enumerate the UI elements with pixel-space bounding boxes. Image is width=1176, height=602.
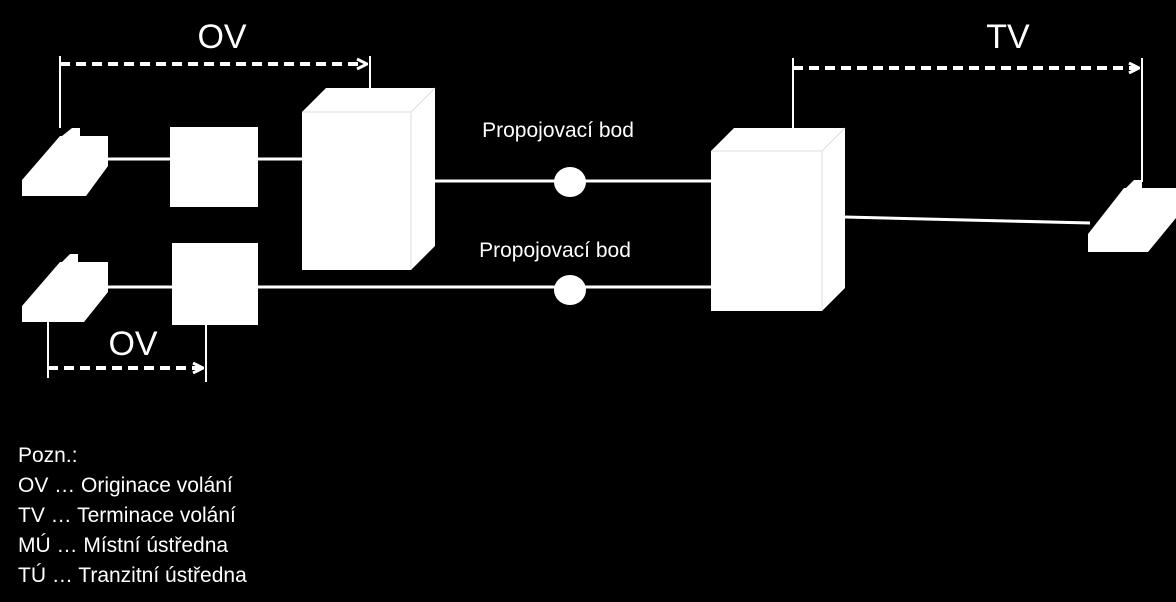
ov-bottom-dimension: [47, 318, 207, 382]
exchange-cabinet-right: [711, 127, 846, 311]
legend-item-mu: MÚ … Místní ústředna: [18, 534, 229, 557]
legend-item-tv: TV … Terminace volání: [18, 504, 236, 527]
interconnection-label-upper: Propojovací bod: [482, 119, 634, 142]
ov-bottom-label: OV: [108, 325, 157, 363]
terminal-icon-right: [1088, 180, 1176, 252]
terminal-icon-bottom-left: [22, 254, 108, 322]
interconnection-point-upper: [554, 167, 586, 197]
legend-item-tu: TÚ … Tranzitní ústředna: [18, 564, 247, 587]
legend: Pozn.: OV … Originace volání TV … Termin…: [18, 441, 247, 591]
interconnection-point-lower: [554, 275, 586, 305]
tv-label: TV: [986, 18, 1030, 56]
ov-top-label: OV: [197, 18, 246, 56]
legend-item-ov: OV … Originace volání: [18, 474, 233, 497]
local-exchange-box-top: [170, 127, 258, 207]
legend-title: Pozn.:: [18, 444, 78, 467]
ov-top-dimension: [59, 56, 371, 128]
terminal-icon-top-left: [22, 128, 108, 196]
interconnection-label-lower: Propojovací bod: [479, 239, 631, 262]
local-exchange-box-bottom: [172, 243, 258, 325]
tv-dimension: [792, 58, 1143, 182]
exchange-cabinet-left: [302, 87, 436, 270]
